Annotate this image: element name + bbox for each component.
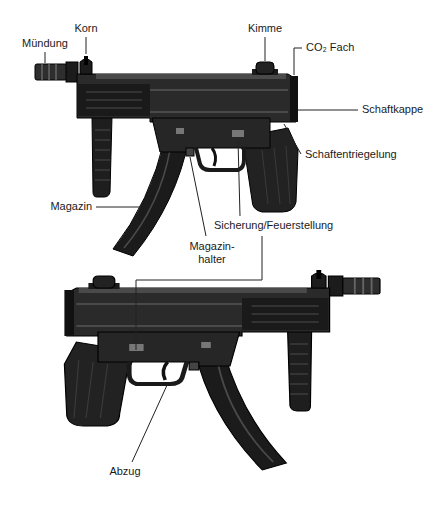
part-label: Schaftkappe (362, 103, 423, 116)
part-label: CO₂ Fach (306, 41, 354, 54)
leader-line (136, 236, 262, 350)
leader-line (96, 207, 141, 208)
leader-line (284, 124, 301, 154)
leader-line (86, 37, 87, 54)
part-label: Magazin- halter (186, 240, 238, 266)
leader-line (238, 140, 240, 216)
gun-bottom-view (64, 270, 380, 470)
leader-line (190, 157, 206, 236)
part-label: Abzug (109, 465, 140, 478)
leader-line (45, 52, 46, 63)
part-label: Mündung (22, 37, 68, 50)
part-label: Magazin (50, 200, 92, 213)
leader-lines (45, 37, 358, 462)
part-label: Korn (74, 22, 97, 35)
leader-line (298, 110, 358, 111)
leader-line (294, 48, 302, 75)
part-label: Schaftentriegelung (305, 148, 397, 161)
part-label: Sicherung/Feuerstellung (214, 219, 333, 232)
leader-line (132, 383, 168, 462)
part-label: Kimme (248, 22, 282, 35)
leader-line (265, 37, 266, 61)
